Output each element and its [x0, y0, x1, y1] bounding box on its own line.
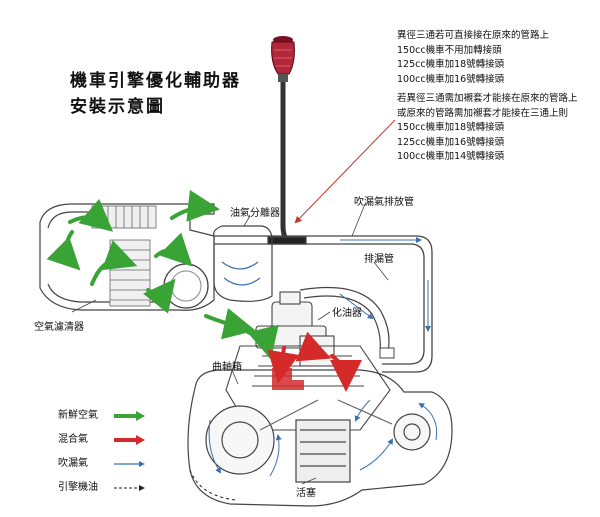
label-crankcase: 曲軸箱: [212, 362, 242, 373]
note-pointer: [294, 119, 396, 224]
label-oil-separator: 油氣分離器: [230, 208, 280, 219]
note-line: 150cc機車不用加轉接頭: [397, 44, 502, 56]
label-piston: 活塞: [296, 488, 316, 499]
note-line: 125cc機車加16號轉接頭: [397, 136, 505, 148]
label-blowby-exhaust-pipe: 吹漏氣排放管: [354, 197, 414, 208]
title-line-2: 安裝示意圖: [70, 97, 165, 117]
mixture-block: [272, 368, 304, 390]
legend-item-blowby: 吹漏氣: [58, 452, 146, 476]
oil-separator: [213, 225, 273, 302]
legend-item-fresh-air: 新鮮空氣: [58, 404, 146, 428]
legend-label: 新鮮空氣: [58, 410, 98, 421]
legend-label: 混合氣: [58, 434, 88, 445]
carburetor: [255, 291, 335, 367]
crankcase: [187, 369, 453, 507]
air-filter-box: [39, 203, 215, 311]
dashed-arrow-icon: [114, 485, 145, 491]
label-air-filter: 空氣濾清器: [34, 322, 84, 333]
blue-arrow-icon: [114, 461, 145, 467]
note-line: 或原來的管路需加襯套才能接在三通上則: [397, 107, 569, 119]
blowby-loop: [214, 235, 433, 373]
red-arrow-icon: [114, 435, 145, 445]
note-line: 150cc機車加18號轉接頭: [397, 122, 505, 133]
legend-item-mixture: 混合氣: [58, 428, 146, 452]
legend: 新鮮空氣 混合氣 吹漏氣 引擎機油: [58, 404, 146, 500]
note-line: 若異徑三通需加襯套才能接在原來的管路上: [397, 93, 578, 104]
note-line: 100cc機車加16號轉接頭: [397, 73, 505, 85]
legend-label: 引擎機油: [58, 482, 98, 493]
legend-item-engine-oil: 引擎機油: [58, 476, 146, 500]
optimizer-filter: [271, 36, 295, 82]
label-leak-pipe: 排漏管: [364, 254, 394, 265]
note-group-2: 若異徑三通需加襯套才能接在原來的管路上 或原來的管路需加襯套才能接在三通上則 1…: [397, 92, 578, 165]
note-group-1: 異徑三通若可直接接在原來的管路上 150cc機車不用加轉接頭 125cc機車加1…: [397, 29, 549, 87]
label-carburetor: 化油器: [332, 308, 362, 319]
note-line: 125cc機車加18號轉接頭: [397, 59, 505, 70]
note-line: 100cc機車加14號轉接頭: [397, 151, 505, 162]
green-arrow-icon: [114, 411, 145, 421]
title-line-1: 機車引擎優化輔助器: [70, 71, 241, 91]
note-line: 異徑三通若可直接接在原來的管路上: [397, 30, 550, 41]
legend-label: 吹漏氣: [58, 458, 88, 469]
optimizer-hose: [280, 82, 289, 242]
